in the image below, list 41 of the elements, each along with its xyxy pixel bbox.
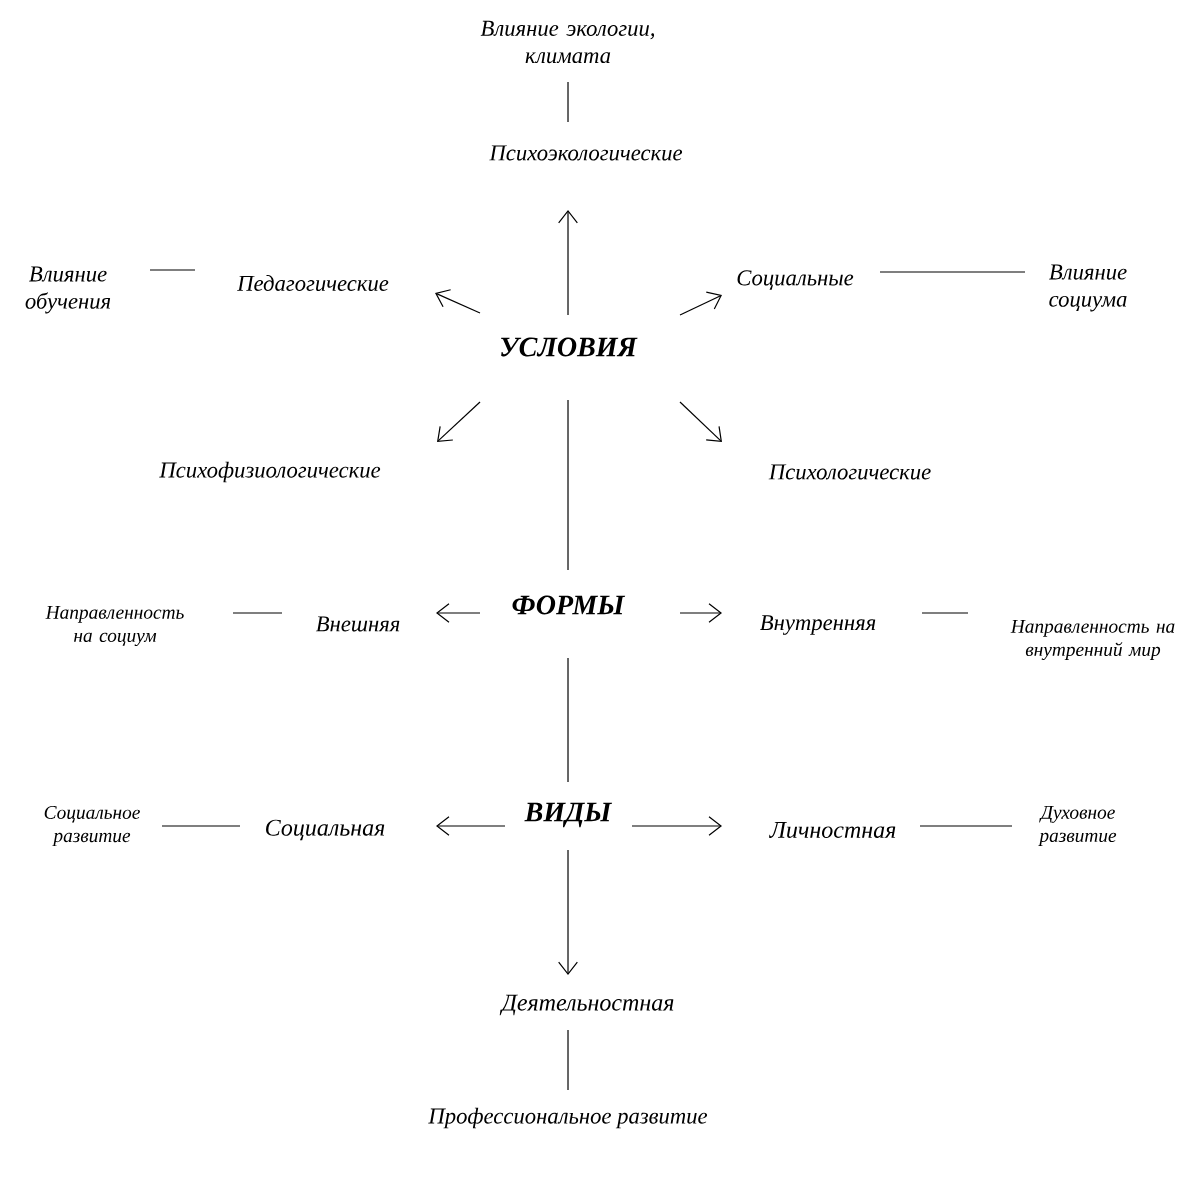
connector-line (567, 657, 569, 783)
category-label: Деятельностная (499, 994, 674, 1016)
category-label: Социальные (737, 270, 854, 290)
arrow (558, 849, 578, 975)
category-label: Внешняя (315, 616, 400, 632)
connector-line (921, 612, 969, 614)
category-label: Психофизиологические (159, 461, 381, 483)
arrow (437, 401, 481, 442)
connector-line (161, 825, 241, 827)
category-label: Социальная (266, 819, 385, 841)
note-text: Влияние обучения (25, 266, 111, 314)
arrow (679, 401, 722, 442)
note-text: Влияние экологии, климата (480, 20, 655, 64)
connector-line (567, 81, 569, 123)
connector-line (567, 399, 569, 571)
heading-text: ВИДЫ (524, 802, 613, 828)
note-text: Духовное развитие (1038, 806, 1117, 846)
arrow (679, 291, 722, 316)
category-label: Психоэкологические (489, 145, 683, 161)
arrow (558, 210, 578, 316)
category-label: Личностная (769, 822, 896, 838)
arrow (436, 603, 481, 623)
connector-line (879, 271, 1026, 273)
arrow (436, 816, 506, 836)
arrow (631, 816, 722, 836)
note-text: Влияние социума (1049, 264, 1127, 312)
category-label: Педагогические (237, 275, 389, 291)
arrow (435, 289, 481, 314)
arrow (679, 603, 722, 623)
note-text: Социальное развитие (44, 805, 140, 847)
heading-text: ФОРМЫ (512, 595, 626, 615)
category-label: Внутренняя (760, 615, 876, 635)
note-text: Направленность на внутренний мир (1010, 619, 1175, 661)
note-text: Профессиональное развитие (428, 1107, 708, 1129)
connector-line (567, 1029, 569, 1091)
connector-line (232, 612, 283, 614)
note-text: Направленность на социум (45, 605, 184, 647)
heading-text: УСЛОВИЯ (501, 337, 638, 357)
connector-line (919, 825, 1013, 827)
connector-line (149, 269, 196, 271)
category-label: Психологические (768, 464, 931, 480)
